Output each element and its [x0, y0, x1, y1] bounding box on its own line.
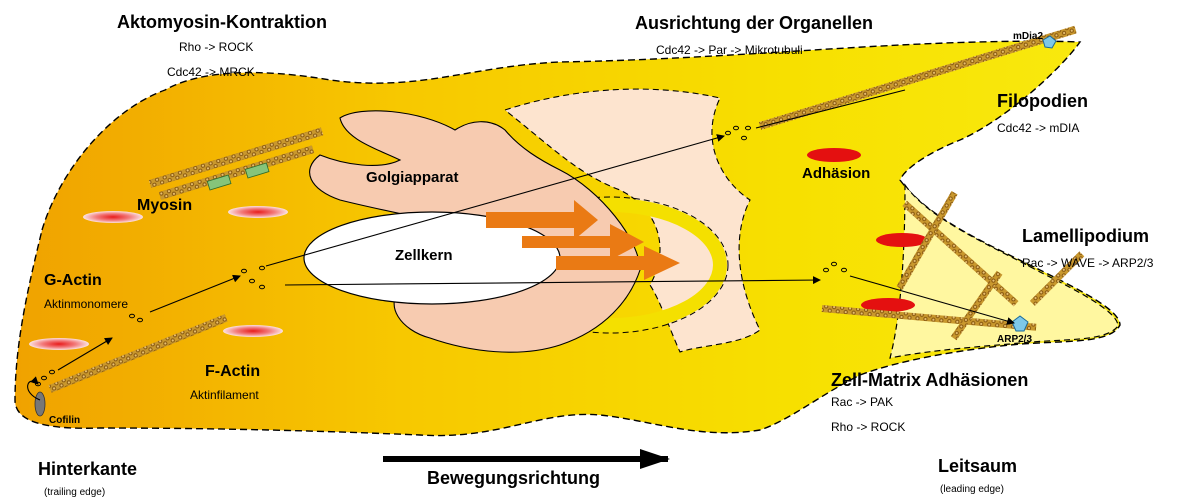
cofilin-label: Cofilin — [49, 415, 80, 426]
adhesions-title: Zell-Matrix Adhäsionen — [831, 370, 1028, 391]
organelles-pathway: Cdc42 -> Par -> Mikrotubuli — [656, 43, 803, 57]
trailing-edge-sublabel: (trailing edge) — [44, 487, 105, 498]
adhesion-spot — [223, 325, 283, 337]
trailing-edge-title: Hinterkante — [38, 459, 137, 480]
arp23-label: ARP2/3 — [997, 334, 1032, 345]
g-actin-label: G-Actin — [44, 272, 102, 290]
adhesions-pathway-1: Rac -> PAK — [831, 395, 893, 409]
actomyosin-pathway-1: Rho -> ROCK — [179, 40, 253, 54]
adhesion-spot — [876, 233, 928, 247]
movement-direction-label: Bewegungsrichtung — [427, 468, 600, 489]
leading-edge-sublabel: (leading edge) — [940, 484, 1004, 495]
lamellipodium-region — [890, 185, 1118, 358]
g-actin-sublabel: Aktinmonomere — [44, 297, 128, 311]
actomyosin-title: Aktomyosin-Kontraktion — [117, 12, 327, 33]
f-actin-label: F-Actin — [205, 363, 260, 381]
adhesion-label: Adhäsion — [802, 165, 870, 182]
adhesion-spot — [83, 211, 143, 223]
nucleus-label: Zellkern — [395, 247, 453, 264]
myosin-label: Myosin — [137, 197, 192, 215]
f-actin-sublabel: Aktinfilament — [190, 388, 259, 402]
lamellipodium-pathway: Rac -> WAVE -> ARP2/3 — [1022, 256, 1153, 270]
organelles-title: Ausrichtung der Organellen — [635, 13, 873, 34]
adhesion-spot — [228, 206, 288, 218]
leading-edge-title: Leitsaum — [938, 456, 1017, 477]
cofilin — [35, 392, 45, 416]
golgi-label: Golgiapparat — [366, 169, 459, 186]
lamellipodium-title: Lamellipodium — [1022, 226, 1149, 247]
adhesion-spot — [807, 148, 861, 162]
adhesion-spot — [29, 338, 89, 350]
filopodia-pathway: Cdc42 -> mDIA — [997, 121, 1079, 135]
mdia2-label: mDia2 — [1013, 31, 1043, 42]
actomyosin-pathway-2: Cdc42 -> MRCK — [167, 65, 255, 79]
filopodia-title: Filopodien — [997, 91, 1088, 112]
adhesions-pathway-2: Rho -> ROCK — [831, 420, 905, 434]
